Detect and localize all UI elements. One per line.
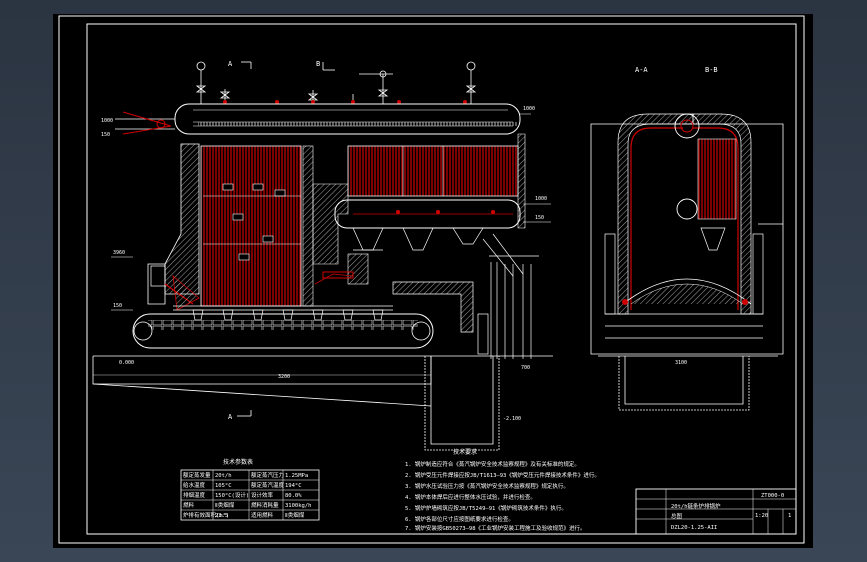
dt-r1c0: 给水温度	[183, 481, 206, 489]
dt-r2c1: 150°C(设计)	[215, 491, 249, 499]
dim-left-mid: 3960	[113, 250, 125, 256]
title-code: ZT000-0	[761, 493, 784, 499]
section-upper-drum	[674, 113, 700, 139]
dim-right-b: 150	[535, 215, 544, 221]
dt-r3c2: 燃料消耗量	[251, 501, 279, 509]
sheet-border	[58, 15, 805, 544]
dim-short-right: 700	[521, 365, 530, 371]
dt-r1c1: 105°C	[215, 483, 232, 489]
title-sub: 总图	[671, 512, 683, 520]
dim-left-top: 1000	[101, 118, 113, 124]
cad-viewport[interactable]: A B	[53, 14, 813, 548]
dt-r0c0: 额定蒸发量	[183, 471, 211, 479]
dim-left-top2: 150	[101, 132, 110, 138]
dt-r4c1: 23.5	[215, 513, 228, 519]
dt-r0c3: 1.25MPa	[285, 473, 308, 479]
title-name: 20t/h链条炉排锅炉	[671, 502, 721, 510]
dt-r3c3: 3100kg/h	[285, 503, 312, 509]
notes-title: 技术要求	[453, 448, 477, 456]
dt-r1c3: 194°C	[285, 483, 302, 489]
title-sheet: 1	[788, 513, 791, 519]
furnace-water-wall-tubes	[200, 145, 302, 307]
chain-grate-stoker	[132, 313, 434, 349]
boiler-assembly-drawing: A B	[58, 15, 805, 544]
view-marker-b-top: B	[316, 60, 320, 68]
dt-r2c2: 设计效率	[251, 491, 274, 499]
dim-section-width: 3100	[675, 360, 687, 366]
rear-flue-duct	[392, 281, 474, 333]
note-line-4: 4. 锅炉本体焊后应进行整体水压试验，并进行检查。	[405, 493, 536, 501]
note-line-5: 5. 锅炉炉墙砌筑应按JB/T5249—91《锅炉砌筑技术条件》执行。	[405, 504, 567, 512]
design-table-title: 技术参数表	[223, 458, 253, 466]
dt-r2c3: 80.0%	[285, 493, 302, 499]
front-furnace-wall	[164, 143, 200, 295]
dim-right-top: 1000	[523, 106, 535, 112]
note-line-2: 2. 锅炉受压元件焊接应按JB/T1613—93《锅炉受压元件焊接技术条件》进行…	[405, 471, 600, 479]
convection-tube-bank	[347, 145, 519, 197]
view-marker-a-top: A	[228, 60, 233, 68]
upper-steam-drum	[174, 103, 521, 135]
dt-r3c1: Ⅱ类烟煤	[215, 501, 235, 509]
note-line-1: 1. 锅炉制造应符合《蒸汽锅炉安全技术监察规程》及有关标准的规定。	[405, 460, 580, 468]
section-lower-drum	[676, 198, 698, 220]
title-block: 20t/h链条炉排锅炉 总图 ZT000-0 1:20 1 DZL20-1.25…	[635, 488, 797, 535]
dt-r1c2: 额定蒸汽温度	[251, 481, 285, 489]
dt-r4c2: 适用燃料	[251, 511, 274, 519]
section-label-aa: A-A	[635, 66, 648, 74]
dt-r0c1: 20t/h	[215, 473, 232, 479]
dim-bottom-pit: -2.100	[503, 416, 521, 422]
partition-wall	[302, 145, 314, 307]
title-drawing-no: DZL20-1.25-AII	[671, 525, 717, 531]
dt-r4c3: Ⅱ类烟煤	[285, 511, 305, 519]
design-parameter-table: 技术参数表 额定蒸发量 20t/h 额定蒸汽压力 1.25MPa 给水温度 10…	[180, 458, 320, 521]
view-marker-a-bottom: A	[228, 413, 233, 421]
note-line-3: 3. 锅炉水压试验压力按《蒸汽锅炉安全技术监察规程》规定执行。	[405, 482, 569, 490]
main-elevation-view: A B	[92, 60, 553, 451]
dim-long-base: 3200	[278, 374, 290, 380]
note-line-6: 6. 锅炉各部位尺寸应按图纸要求进行检查。	[405, 515, 514, 523]
section-label-bb: B-B	[705, 66, 718, 74]
dt-r4c0: 炉排有效面积(m²)	[183, 511, 229, 519]
dim-left-low: 150	[113, 303, 122, 309]
note-line-7: 7. 锅炉安装按GB50273—98《工业锅炉安装工程施工及验收规范》进行。	[405, 524, 586, 532]
technical-notes: 技术要求 1. 锅炉制造应符合《蒸汽锅炉安全技术监察规程》及有关标准的规定。 2…	[405, 448, 600, 532]
dt-r2c0: 排烟温度	[183, 491, 206, 499]
section-view-aa-bb: A-A B-B	[590, 66, 784, 411]
ground-level-mark: 0.000	[119, 360, 134, 366]
title-scale: 1:20	[755, 513, 768, 519]
dim-right-a: 1000	[535, 196, 547, 202]
sheet-inner-border	[86, 23, 797, 535]
dt-r3c0: 燃料	[183, 501, 195, 509]
dt-r0c2: 额定蒸汽压力	[251, 471, 284, 479]
